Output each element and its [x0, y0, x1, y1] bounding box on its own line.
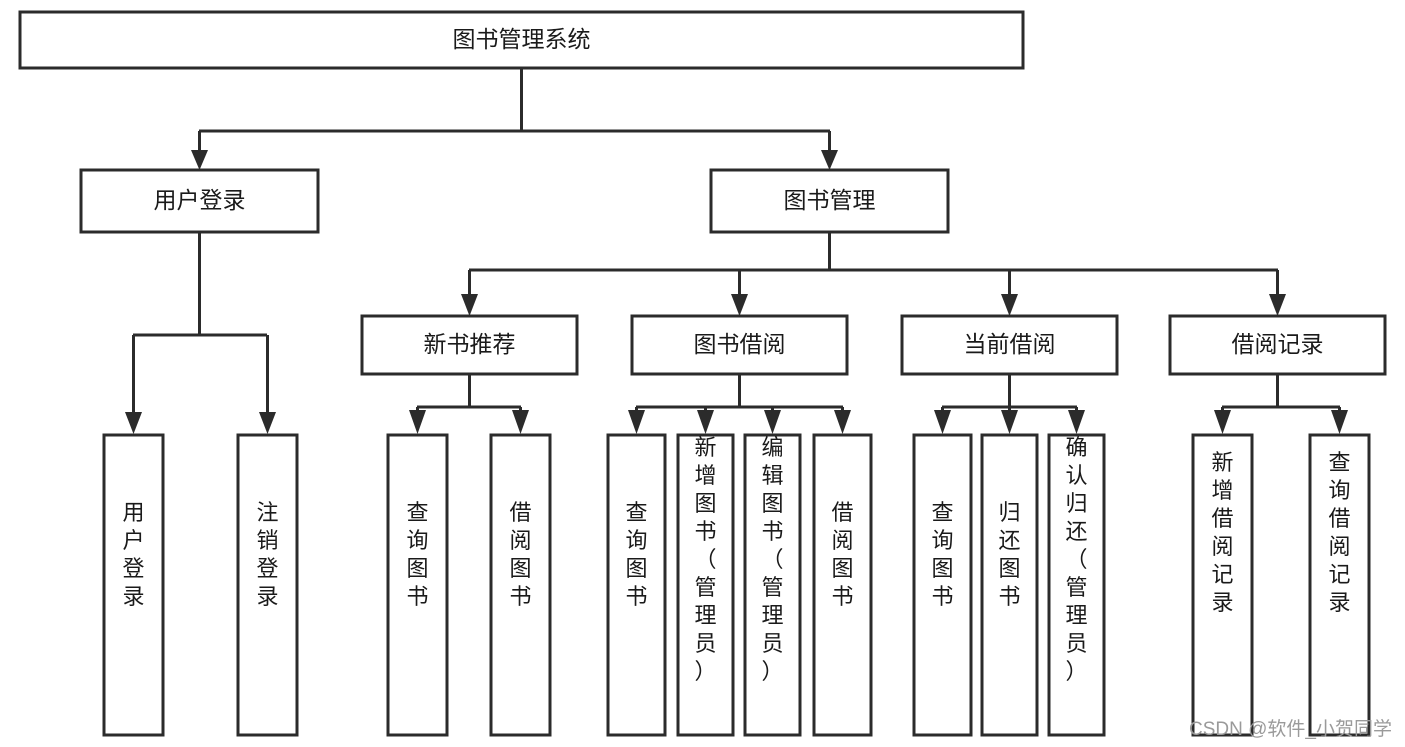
node-current-borrow-label: 当前借阅	[964, 331, 1056, 357]
node-book-manage-label: 图书管理	[784, 187, 876, 213]
node-new-book-recommend-box[interactable]	[360, 314, 579, 376]
node-leaf-query-book-1-box[interactable]	[386, 433, 449, 737]
node-leaf-query-book-3[interactable]: 查询图书	[912, 433, 973, 737]
node-leaf-user-logout-box[interactable]	[236, 433, 299, 737]
node-new-book-recommend-label: 新书推荐	[424, 331, 516, 357]
arrowhead-leaf-confirm-return	[1068, 410, 1085, 434]
node-leaf-borrow-book-2-box[interactable]	[812, 433, 873, 737]
node-user-login-box[interactable]	[79, 168, 320, 234]
node-leaf-borrow-book-1-box[interactable]	[489, 433, 552, 737]
node-leaf-borrow-book-1[interactable]: 借阅图书	[489, 433, 552, 737]
arrowhead-leaf-add-book	[697, 410, 714, 434]
arrowhead-current-borrow	[1001, 294, 1018, 316]
node-leaf-user-login-label: 用户登录	[122, 500, 144, 609]
node-leaf-add-record-box[interactable]	[1191, 433, 1254, 737]
node-leaf-query-book-1-label: 查询图书	[406, 500, 428, 609]
node-leaf-add-book-box[interactable]	[676, 433, 735, 737]
node-leaf-confirm-return-box[interactable]	[1047, 433, 1106, 737]
arrowhead-leaf-query-book-2	[628, 410, 645, 434]
arrowhead-leaf-query-book-3	[934, 410, 951, 434]
node-book-manage-box[interactable]	[709, 168, 950, 234]
node-root-box[interactable]	[18, 10, 1025, 70]
arrowhead-leaf-borrow-book-1	[512, 410, 529, 434]
arrowhead-new-book-recommend	[461, 294, 478, 316]
arrowhead-leaf-query-book-1	[409, 410, 426, 434]
node-leaf-borrow-book-1-label: 借阅图书	[509, 500, 531, 609]
node-user-login-label: 用户登录	[154, 187, 246, 213]
node-leaf-query-book-3-box[interactable]	[912, 433, 973, 737]
arrowhead-book-manage	[821, 150, 838, 170]
arrowhead-leaf-edit-book	[764, 410, 781, 434]
node-leaf-add-book[interactable]: 新增图书（管理员）	[676, 433, 735, 737]
node-current-borrow[interactable]: 当前借阅	[900, 314, 1119, 376]
node-book-manage[interactable]: 图书管理	[709, 168, 950, 234]
node-new-book-recommend[interactable]: 新书推荐	[360, 314, 579, 376]
node-leaf-query-record-label: 查询借阅记录	[1328, 450, 1350, 615]
node-leaf-query-book-2-box[interactable]	[606, 433, 667, 737]
arrowhead-user-login	[191, 150, 208, 170]
node-leaf-query-book-2[interactable]: 查询图书	[606, 433, 667, 737]
arrowhead-borrow-record	[1269, 294, 1286, 316]
node-leaf-user-login[interactable]: 用户登录	[102, 433, 165, 737]
node-leaf-add-book-label: 新增图书（管理员）	[694, 435, 716, 684]
connector-layer	[125, 68, 1348, 434]
node-leaf-edit-book[interactable]: 编辑图书（管理员）	[743, 433, 802, 737]
node-leaf-query-record-box[interactable]	[1308, 433, 1371, 737]
node-leaf-query-book-1[interactable]: 查询图书	[386, 433, 449, 737]
node-leaf-return-book-label: 归还图书	[998, 500, 1020, 609]
node-current-borrow-box[interactable]	[900, 314, 1119, 376]
node-leaf-return-book[interactable]: 归还图书	[980, 433, 1039, 737]
arrowhead-leaf-user-login	[125, 412, 142, 434]
node-leaf-edit-book-box[interactable]	[743, 433, 802, 737]
node-borrow-record[interactable]: 借阅记录	[1168, 314, 1387, 376]
node-leaf-query-book-2-label: 查询图书	[625, 500, 647, 609]
arrowhead-book-borrow	[731, 294, 748, 316]
csdn-watermark: CSDN @软件_小贺同学	[1189, 718, 1392, 740]
node-borrow-record-label: 借阅记录	[1232, 331, 1324, 357]
node-leaf-borrow-book-2-label: 借阅图书	[831, 500, 853, 609]
node-leaf-borrow-book-2[interactable]: 借阅图书	[812, 433, 873, 737]
node-book-borrow-box[interactable]	[630, 314, 849, 376]
node-root-label: 图书管理系统	[453, 26, 591, 52]
node-leaf-user-logout[interactable]: 注销登录	[236, 433, 299, 737]
arrowhead-leaf-add-record	[1214, 410, 1231, 434]
node-leaf-query-book-3-label: 查询图书	[931, 500, 953, 609]
arrowhead-leaf-borrow-book-2	[834, 410, 851, 434]
node-user-login[interactable]: 用户登录	[79, 168, 320, 234]
node-root[interactable]: 图书管理系统	[18, 10, 1025, 70]
node-leaf-edit-book-label: 编辑图书（管理员）	[761, 435, 783, 684]
arrowhead-leaf-query-record	[1331, 410, 1348, 434]
node-leaf-user-login-box[interactable]	[102, 433, 165, 737]
node-book-borrow-label: 图书借阅	[694, 331, 786, 357]
arrowhead-leaf-return-book	[1001, 410, 1018, 434]
node-leaf-add-record-label: 新增借阅记录	[1211, 450, 1233, 615]
node-leaf-query-record[interactable]: 查询借阅记录	[1308, 433, 1371, 737]
node-leaf-confirm-return-label: 确认归还（管理员）	[1065, 435, 1087, 684]
node-book-borrow[interactable]: 图书借阅	[630, 314, 849, 376]
node-leaf-return-book-box[interactable]	[980, 433, 1039, 737]
node-leaf-confirm-return[interactable]: 确认归还（管理员）	[1047, 433, 1106, 737]
node-leaf-user-logout-label: 注销登录	[256, 500, 278, 609]
node-borrow-record-box[interactable]	[1168, 314, 1387, 376]
arrowhead-leaf-user-logout	[259, 412, 276, 434]
node-leaf-add-record[interactable]: 新增借阅记录	[1191, 433, 1254, 737]
